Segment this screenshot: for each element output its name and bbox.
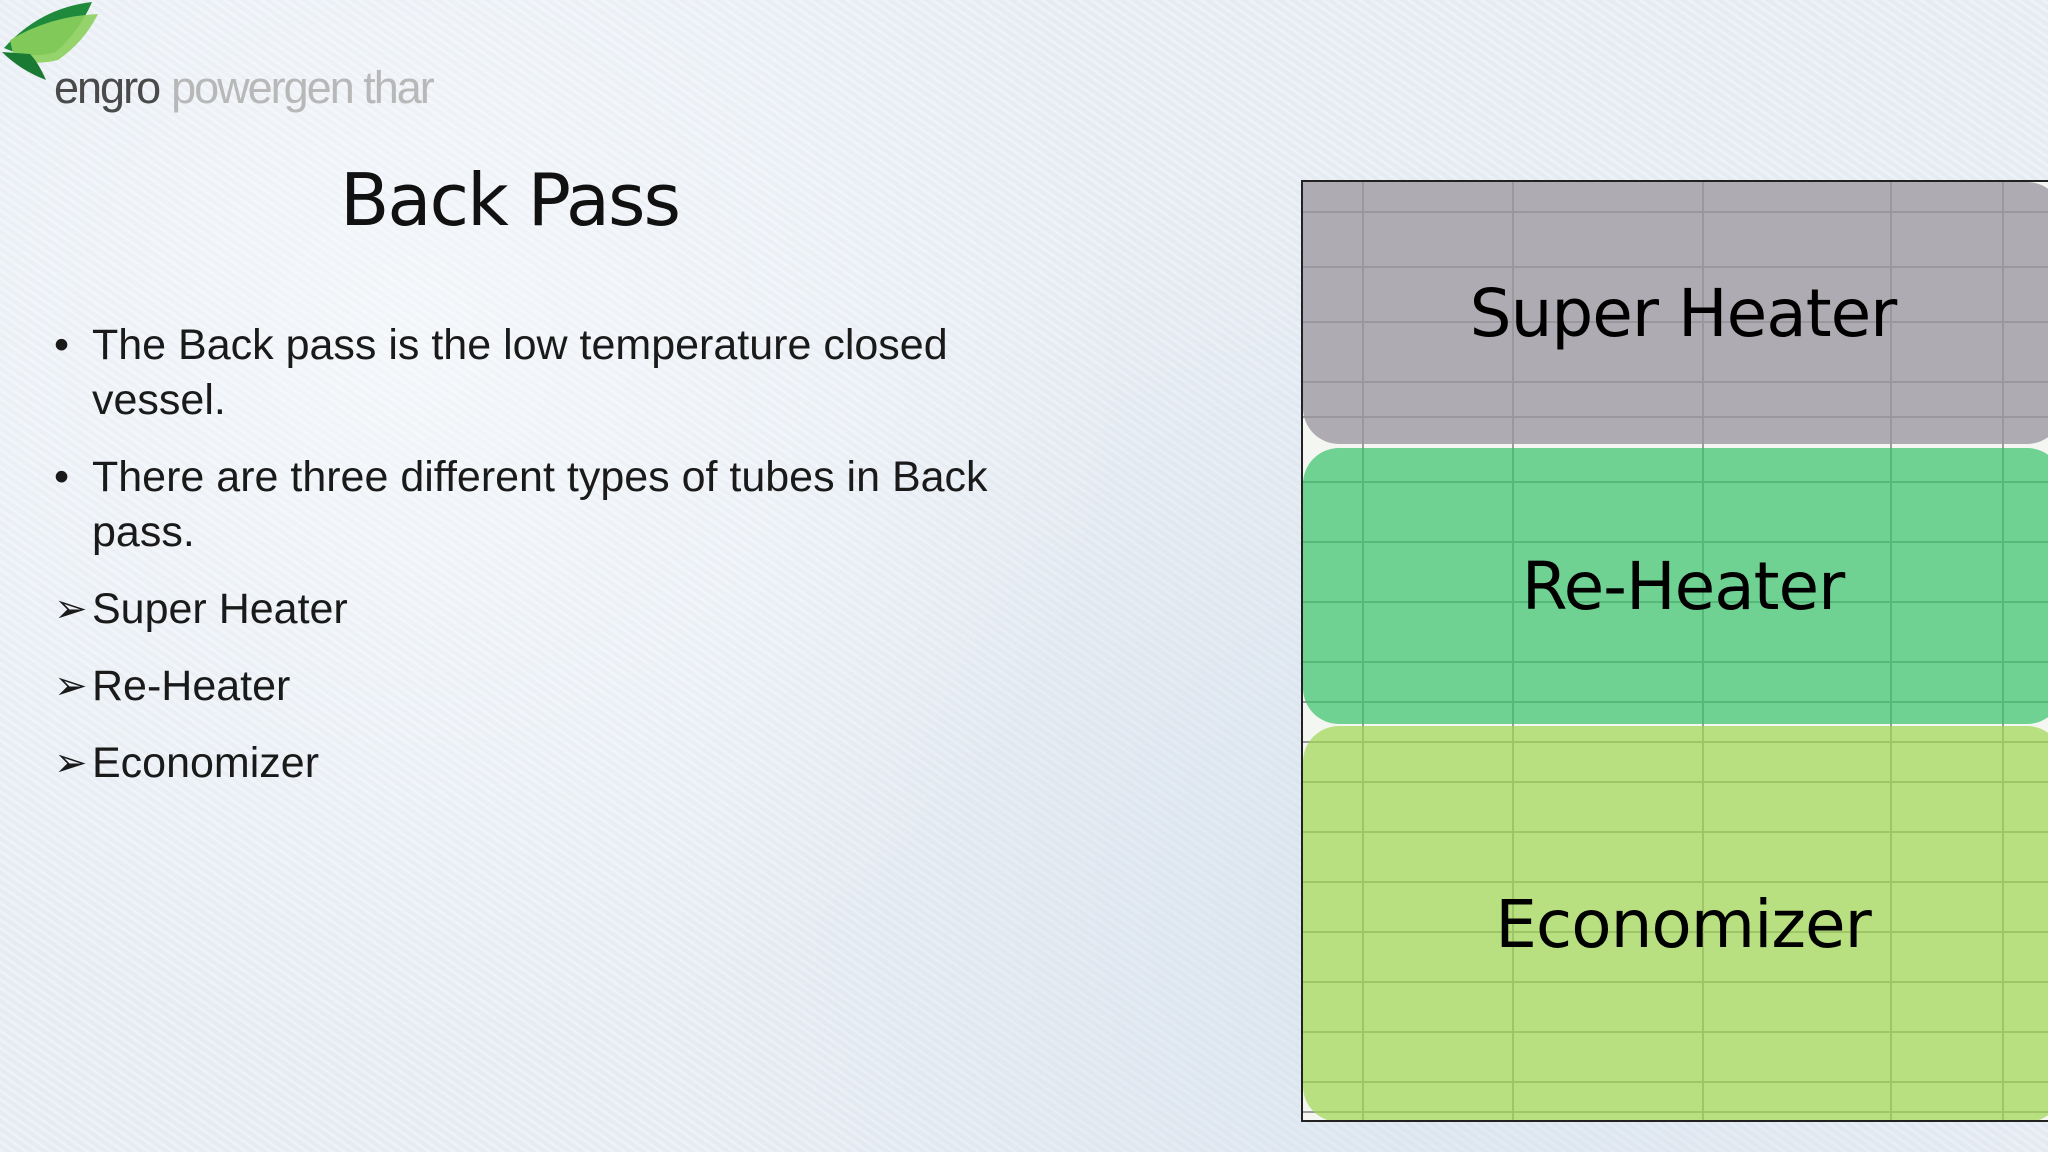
logo-word-powergen: powergen thar [171, 62, 435, 113]
re-heater-section: Re-Heater [1303, 448, 2048, 724]
back-pass-diagram: Super Heater Re-Heater Economizer [1301, 180, 2048, 1122]
slide-title: Back Pass [340, 158, 681, 242]
leaf-logo-icon [2, 2, 98, 80]
bullet-text: There are three different types of tubes… [92, 453, 988, 556]
economizer-label: Economizer [1495, 885, 1872, 963]
bullet-item: • The Back pass is the low temperature c… [52, 318, 1012, 428]
bullet-text: The Back pass is the low temperature clo… [92, 321, 948, 424]
slide-body: • The Back pass is the low temperature c… [52, 318, 1012, 813]
sub-list-item: ➢ Super Heater [52, 582, 1012, 637]
bullet-dot-icon: • [54, 453, 70, 501]
re-heater-label: Re-Heater [1521, 547, 1846, 625]
arrow-bullet-icon: ➢ [54, 664, 88, 708]
sub-item-text: Economizer [92, 739, 320, 787]
sub-item-text: Super Heater [92, 585, 348, 633]
sub-list-item: ➢ Economizer [52, 736, 1012, 791]
sub-item-text: Re-Heater [92, 662, 291, 710]
super-heater-section: Super Heater [1303, 182, 2048, 444]
bullet-dot-icon: • [54, 321, 70, 369]
bullet-item: • There are three different types of tub… [52, 450, 1012, 560]
arrow-bullet-icon: ➢ [54, 587, 88, 631]
sub-list-item: ➢ Re-Heater [52, 659, 1012, 714]
super-heater-label: Super Heater [1469, 274, 1898, 352]
arrow-bullet-icon: ➢ [54, 741, 88, 785]
economizer-section: Economizer [1303, 726, 2048, 1120]
logo-word-engro: engro [54, 62, 161, 113]
